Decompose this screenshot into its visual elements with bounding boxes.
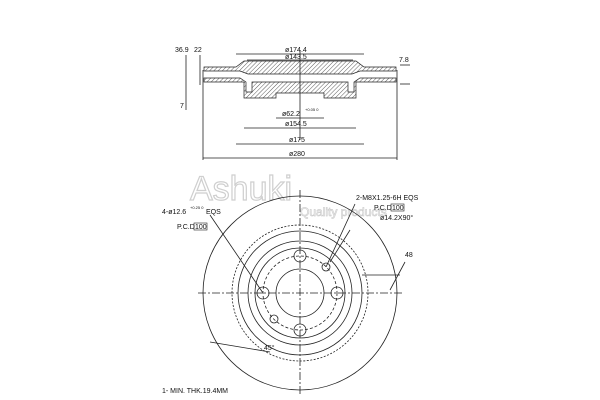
- holes-eqs: EQS: [206, 209, 221, 216]
- min-thickness-note: 1- MIN. THK.19.4MM: [162, 388, 228, 395]
- dim-62-2-tol: +0.05 0: [305, 107, 319, 112]
- angle-45: 45°: [264, 344, 275, 352]
- pcd1-value: 100: [195, 224, 207, 231]
- watermark-tagline: Quality products: [300, 205, 387, 219]
- dim-7: 7: [180, 103, 184, 110]
- pcd1-label: P.C.D: [177, 224, 195, 231]
- dim-7-8: 7.8: [399, 57, 409, 64]
- pcd2-value: 100: [392, 205, 404, 212]
- holes-label: 4-ø12.6: [162, 209, 186, 216]
- dim-48: 48: [405, 252, 413, 259]
- front-view: 4-ø12.6 +0.25 0 EQS P.C.D 100 2-M8X1.25-…: [162, 190, 419, 395]
- pcd2-label: P.C.D: [374, 205, 392, 212]
- dim-62-2: ø62.2: [282, 111, 300, 118]
- thread-label: 2-M8X1.25-6H EQS: [356, 195, 419, 202]
- dim-143-5: ø143.5: [285, 54, 307, 61]
- dim-22: 22: [194, 47, 202, 54]
- section-view: 36.9 22 ø174.4 ø143.5 7.8 7 ø62.2 +0.05 …: [175, 47, 410, 160]
- dim-174-4: ø174.4: [285, 47, 307, 54]
- holes-tolerance: +0.25 0: [190, 205, 204, 210]
- dim-280: ø280: [289, 151, 305, 158]
- dim-154-5: ø154.5: [285, 121, 307, 128]
- chamfer-label: ø14.2X90°: [380, 214, 413, 222]
- watermark-brand: Ashuki: [190, 170, 292, 208]
- dim-175: ø175: [289, 137, 305, 144]
- dim-36-9: 36.9: [175, 47, 189, 54]
